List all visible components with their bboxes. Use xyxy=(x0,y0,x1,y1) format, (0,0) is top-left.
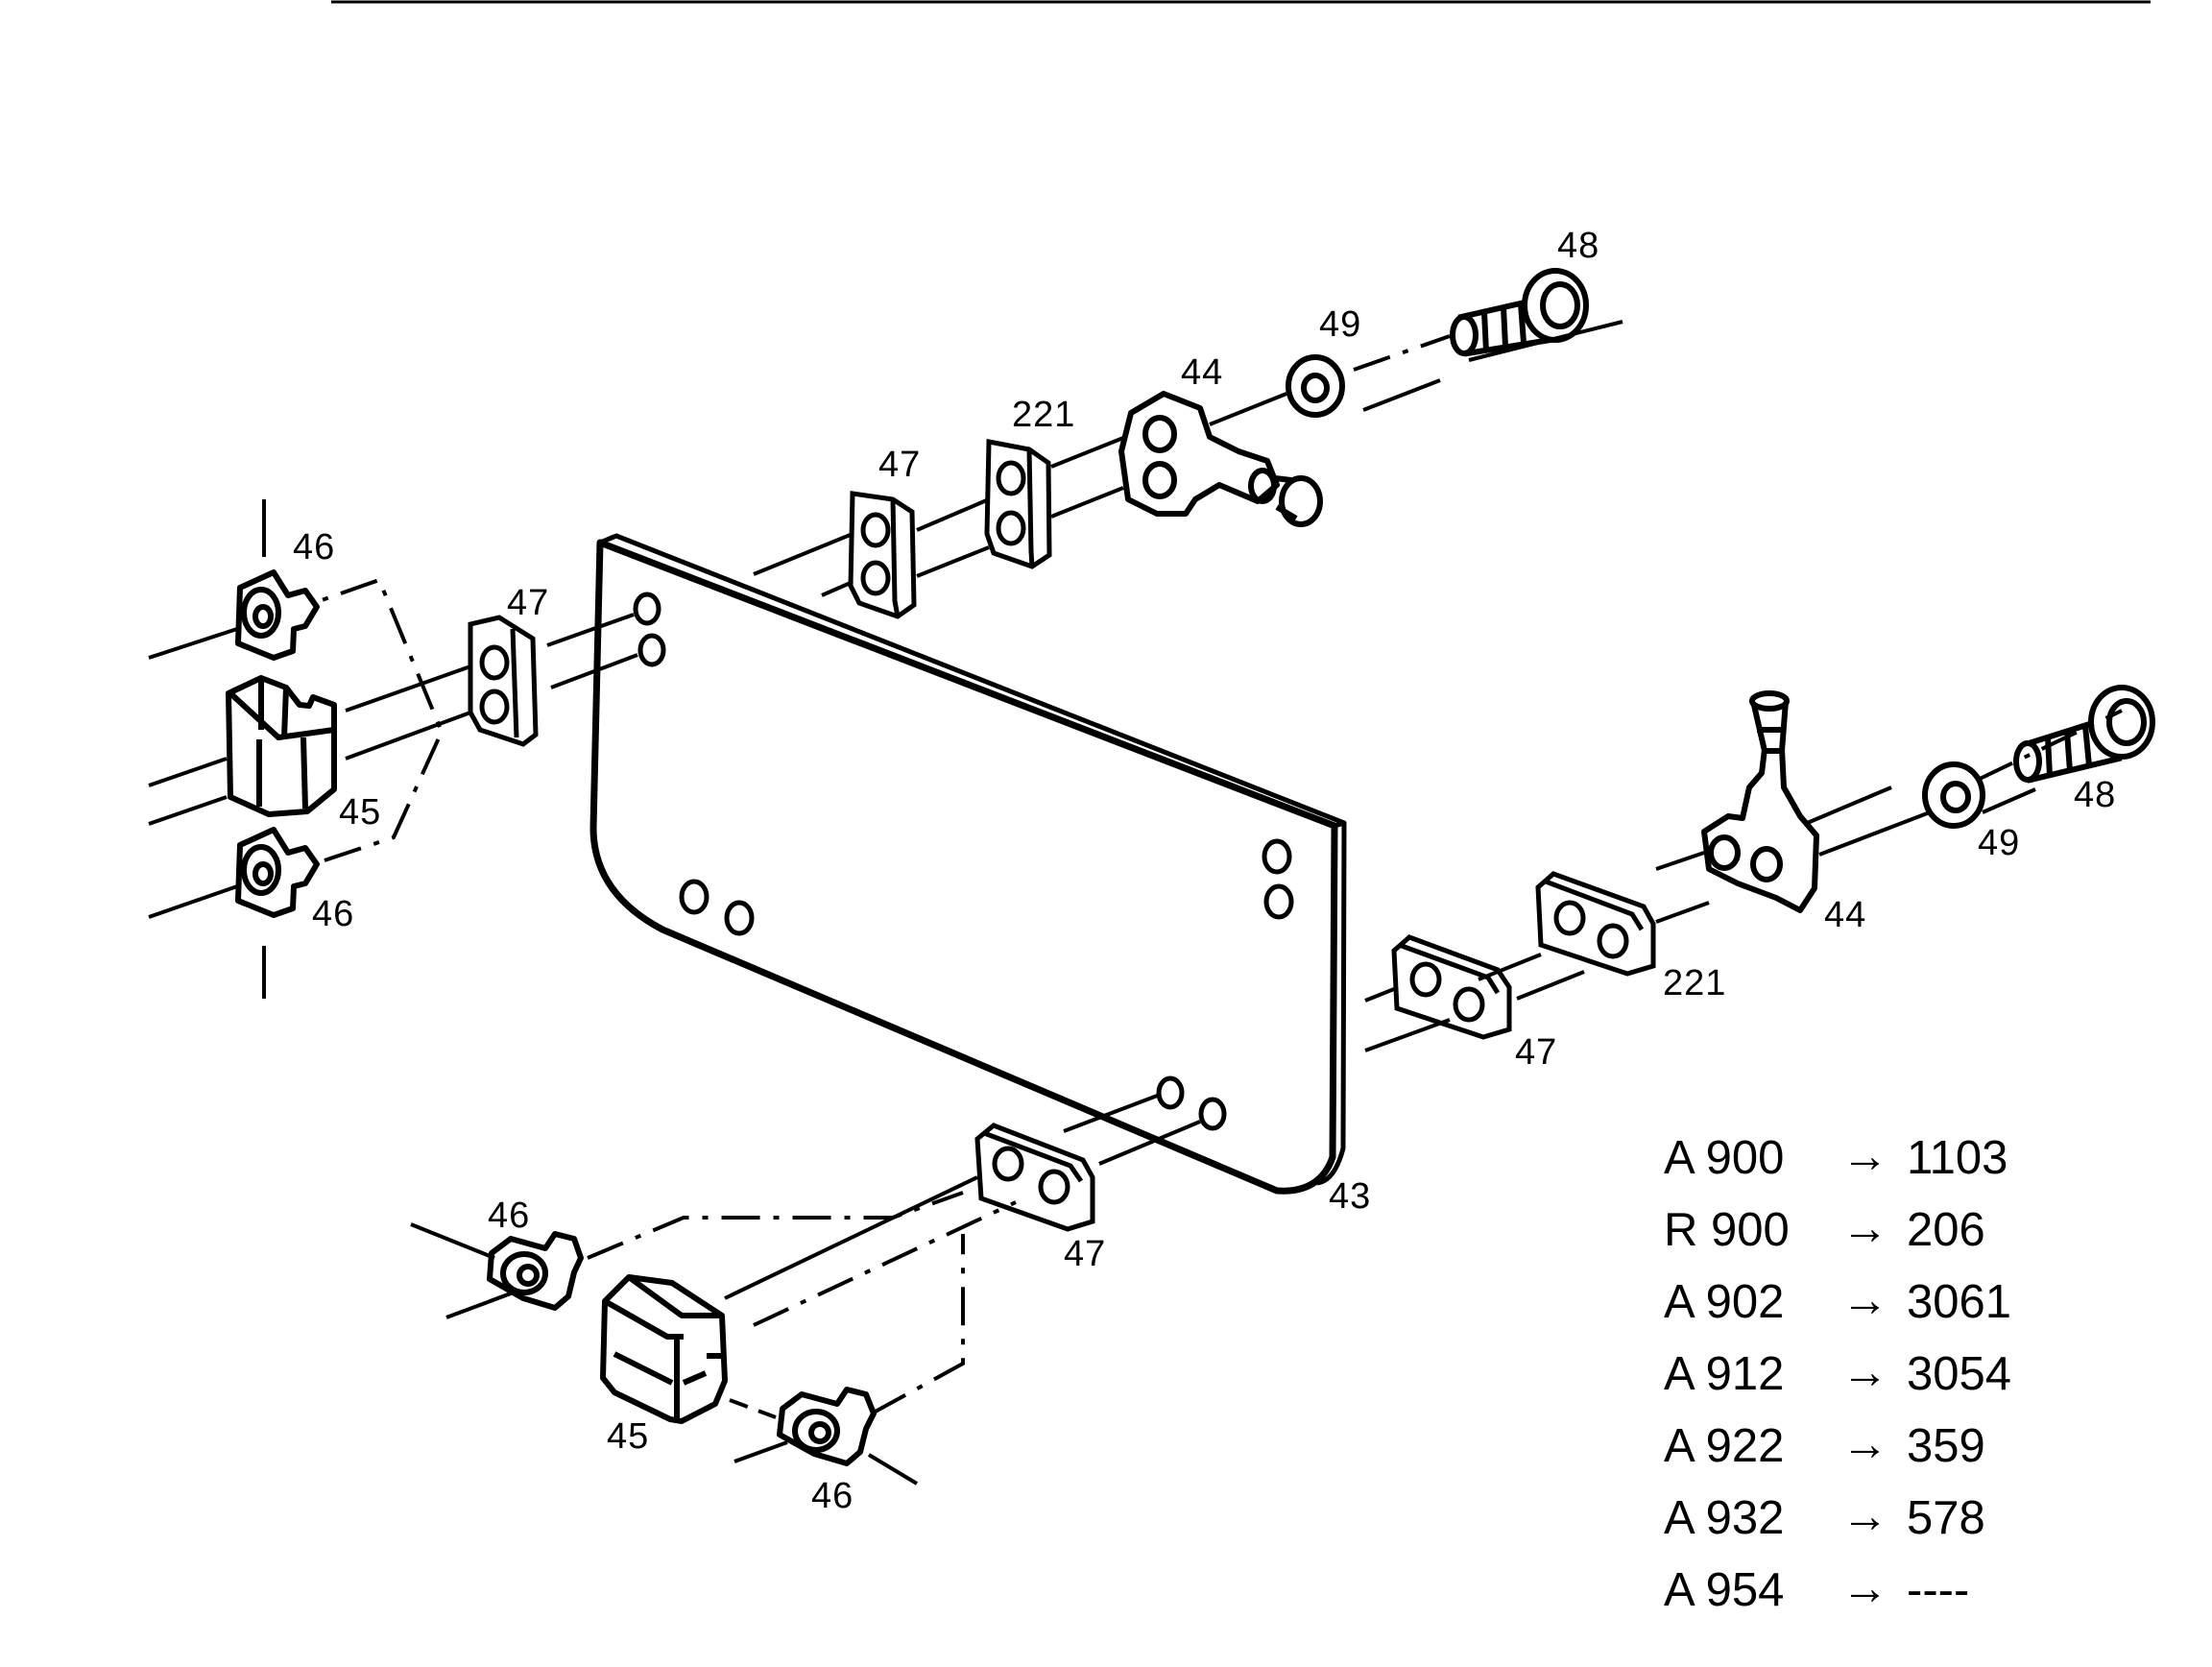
callout-221-top: 221 xyxy=(1012,395,1075,435)
part-45-bottom-block xyxy=(600,1274,728,1424)
part-221-right-plate xyxy=(1535,871,1656,977)
arrow-right-icon: → xyxy=(1841,1418,1888,1470)
arrow-right-icon: → xyxy=(1841,1562,1888,1614)
legend-value: 3061 xyxy=(1907,1276,2011,1328)
panel-43 xyxy=(589,533,1347,1195)
callout-44-right: 44 xyxy=(1824,895,1866,935)
callout-46-left-top: 46 xyxy=(293,527,335,568)
callout-47-top: 47 xyxy=(878,445,921,485)
callout-45-bottom: 45 xyxy=(607,1416,649,1457)
legend-row: A 902 → 3061 xyxy=(1664,1274,2011,1328)
callout-46-left-bottom: 46 xyxy=(312,894,354,934)
arrow-right-icon: → xyxy=(1841,1346,1888,1398)
legend-value: 1103 xyxy=(1907,1132,2008,1184)
legend-model: A 922 xyxy=(1664,1420,1784,1472)
callout-44-top: 44 xyxy=(1181,352,1223,393)
callout-45-left: 45 xyxy=(339,792,381,833)
callout-labels: 48 49 44 221 47 46 47 45 46 48 49 44 221… xyxy=(293,226,2116,1516)
callout-46-bottom-right: 46 xyxy=(811,1476,854,1516)
legend-row: A 912 → 3054 xyxy=(1664,1346,2011,1400)
callout-47-bottom: 47 xyxy=(1064,1234,1106,1274)
part-47-bottom-plate xyxy=(974,1123,1095,1232)
callout-47-left: 47 xyxy=(507,583,549,623)
legend-value: ---- xyxy=(1907,1564,1969,1616)
legend-row: R 900 → 206 xyxy=(1664,1202,1985,1256)
legend-value: 3054 xyxy=(1907,1348,2011,1400)
part-47-top-plate xyxy=(848,491,917,619)
left-axis-lines xyxy=(148,499,638,999)
part-47-right-plate xyxy=(1391,934,1512,1040)
legend-model: A 954 xyxy=(1664,1564,1784,1616)
legend-model: R 900 xyxy=(1664,1204,1790,1256)
part-46-left-upper-clip xyxy=(235,569,320,661)
model-legend: A 900 → 1103 R 900 → 206 A 902 → 3061 A … xyxy=(1664,1130,2011,1616)
part-44-top-lever xyxy=(1118,391,1323,527)
bottom-axis-lines xyxy=(410,1093,1201,1486)
legend-model: A 902 xyxy=(1664,1276,1784,1328)
legend-value: 206 xyxy=(1907,1204,1985,1256)
top-axis-lines xyxy=(753,320,1623,597)
part-49-right-washer xyxy=(1922,761,1985,829)
part-47-left-plate xyxy=(468,615,539,747)
part-49-top-washer xyxy=(1286,354,1345,418)
part-46-bottom-left-clip xyxy=(487,1231,584,1311)
legend-model: A 932 xyxy=(1664,1492,1784,1544)
right-axis-lines xyxy=(1364,709,2123,1052)
arrow-right-icon: → xyxy=(1841,1130,1888,1182)
legend-row: A 954 → ---- xyxy=(1664,1562,1969,1616)
part-44-right-lever xyxy=(1701,690,1819,913)
callout-46-bottom-left: 46 xyxy=(488,1196,530,1236)
callout-49-top: 49 xyxy=(1319,304,1361,345)
arrow-right-icon: → xyxy=(1841,1274,1888,1326)
part-46-left-lower-clip xyxy=(235,827,320,918)
callout-221-right: 221 xyxy=(1663,963,1726,1003)
legend-value: 578 xyxy=(1907,1492,1985,1544)
part-48-right-bolt xyxy=(2013,685,2155,784)
panel-43-holes xyxy=(633,592,1294,1131)
legend-row: A 922 → 359 xyxy=(1664,1418,1985,1472)
part-48-top-bolt xyxy=(1450,268,1589,357)
arrow-right-icon: → xyxy=(1841,1490,1888,1542)
legend-row: A 932 → 578 xyxy=(1664,1490,1985,1544)
callout-48-right: 48 xyxy=(2074,775,2116,815)
arrow-right-icon: → xyxy=(1841,1202,1888,1254)
part-45-left-block xyxy=(226,675,337,817)
callout-43: 43 xyxy=(1329,1176,1371,1217)
legend-value: 359 xyxy=(1907,1420,1985,1472)
legend-model: A 900 xyxy=(1664,1132,1784,1184)
callout-48-top: 48 xyxy=(1557,226,1599,266)
legend-row: A 900 → 1103 xyxy=(1664,1130,2008,1184)
callout-49-right: 49 xyxy=(1978,823,2020,863)
legend-model: A 912 xyxy=(1664,1348,1784,1400)
part-221-top-plate xyxy=(984,438,1052,569)
callout-47-right: 47 xyxy=(1515,1032,1557,1073)
part-46-bottom-right-clip xyxy=(777,1387,877,1466)
